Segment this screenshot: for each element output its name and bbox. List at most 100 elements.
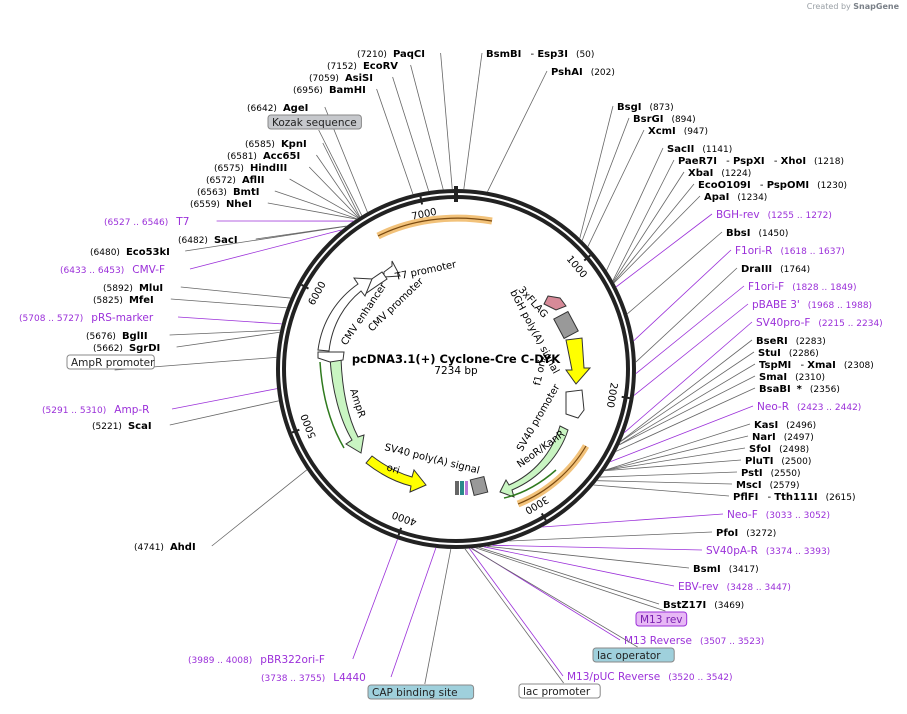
annotation-span: PflFI — [733, 492, 758, 503]
annotation-separator: - — [764, 492, 774, 503]
annotation-label: BsgI(873) — [617, 102, 674, 113]
annotation-span: PaeR7I — [678, 156, 717, 167]
annotation-label: EBV-rev(3428 .. 3447) — [678, 581, 791, 593]
annotation-bstz17i[interactable]: BstZ17I(3469) — [479, 548, 744, 611]
annotation-msci[interactable]: MscI(2579) — [597, 480, 799, 491]
annotation-span: (6527 .. 6546) — [104, 218, 168, 228]
annotation-label: KasI(2496) — [754, 420, 816, 431]
annotation-label: NarI(2497) — [752, 432, 814, 443]
annotation-bamhi[interactable]: (6956)BamHI — [293, 85, 413, 194]
annotation-span: NheI — [226, 199, 252, 210]
annotation-sv40pa-r[interactable]: SV40pA-R(3374 .. 3393) — [492, 545, 830, 557]
annotation-span: (6480) — [90, 248, 120, 258]
feature-sv40-promoter-arrow[interactable] — [566, 390, 584, 418]
leader-line — [171, 299, 287, 308]
annotation-span: SacI — [214, 235, 238, 246]
leader-line — [616, 388, 755, 451]
annotation-span: StuI — [758, 348, 781, 359]
annotation-label: PaeR7I - PspXI - XhoI(1218) — [678, 156, 844, 167]
annotation-pbr322ori-f[interactable]: (3989 .. 4008)pBR322ori-F — [188, 539, 398, 666]
annotation-neo-f[interactable]: Neo-F(3033 .. 3052) — [542, 509, 830, 527]
annotation-span: PluTI — [745, 456, 773, 467]
annotation-span: (1618 .. 1637) — [780, 247, 844, 257]
annotation-cap-binding-site[interactable]: CAP binding site — [368, 549, 474, 699]
annotation-sv40pro-f[interactable]: SV40pro-F(2215 .. 2234) — [624, 317, 882, 433]
annotation-label: (6559)NheI — [190, 199, 252, 210]
annotation-prs-marker[interactable]: (5708 .. 5727)pRS-marker — [19, 312, 282, 324]
plasmid-title: pcDNA3.1(+) Cyclone-Cre C-DYK — [352, 352, 561, 366]
annotation-span: SV40pro-F — [756, 317, 810, 329]
annotation-t7[interactable]: (6527 .. 6546)T7 — [104, 216, 353, 228]
tick-mark — [622, 397, 630, 398]
annotation-span: (7152) — [327, 62, 357, 72]
annotation-label: SacII(1141) — [667, 144, 732, 155]
feature-3xflag-arrow[interactable] — [544, 296, 566, 310]
annotation-ahdi[interactable]: (4741)AhdI — [134, 470, 307, 553]
feature-f1-ori-arrow[interactable] — [566, 338, 590, 384]
leader-line — [476, 548, 666, 611]
annotation-bsrgi[interactable]: BsrGI(894) — [582, 114, 695, 241]
annotation-span: PaqCI — [393, 49, 425, 60]
leader-line — [492, 545, 702, 550]
leader-line — [588, 130, 644, 247]
leader-line — [542, 514, 723, 527]
annotation-pfoi[interactable]: PfoI(3272) — [509, 528, 776, 541]
annotation-span: (1230) — [817, 181, 847, 191]
annotation-span: (5676) — [86, 332, 116, 342]
annotation-span: (873) — [649, 103, 673, 113]
feature-sv40-polya-box[interactable] — [470, 477, 487, 496]
annotation-label: (3738 .. 3755)L4440 — [261, 672, 366, 684]
annotation-span: (50) — [576, 50, 594, 60]
feature-label-ampr: AmpR — [347, 388, 367, 420]
annotation-span: AsiSI — [345, 73, 373, 84]
leader-line — [391, 548, 436, 677]
annotation-span: (2283) — [796, 337, 826, 347]
annotation-asisi[interactable]: (7059)AsiSI — [309, 73, 429, 191]
leader-line — [353, 539, 398, 659]
annotation-sfoi[interactable]: SfoI(2498) — [605, 444, 809, 470]
annotation-label: M13 Reverse(3507 .. 3523) — [624, 635, 764, 647]
leader-line — [479, 548, 659, 604]
annotation-span: BseRI — [756, 336, 788, 347]
annotation-m13-rev[interactable]: M13 rev — [476, 548, 687, 626]
annotation-saci[interactable]: (6482)SacI — [178, 226, 347, 246]
annotation-span: F1ori-F — [748, 281, 784, 293]
annotation-span: (2497) — [784, 433, 814, 443]
annotation-label: DraIII(1764) — [741, 264, 810, 275]
annotation-separator: - — [723, 156, 733, 167]
annotation-span: (3989 .. 4008) — [188, 656, 252, 666]
annotation-span: (6433 .. 6453) — [60, 266, 124, 276]
leader-line — [268, 203, 357, 219]
annotation-span: (3428 .. 3447) — [727, 583, 791, 593]
leader-line — [594, 485, 729, 496]
annotation-mfei[interactable]: (5825)MfeI — [93, 295, 287, 308]
annotation-label: EcoO109I - PspOMI(1230) — [698, 180, 847, 191]
annotation-separator: - — [527, 49, 537, 60]
annotation-span: AgeI — [283, 103, 308, 114]
annotation-span: (3507 .. 3523) — [700, 637, 764, 647]
annotation-neo-r[interactable]: Neo-R(2423 .. 2442) — [610, 401, 861, 462]
annotation-label: (5892)MluI — [103, 283, 163, 294]
annotation-pflfi[interactable]: PflFI - Tth111I(2615) — [594, 485, 856, 503]
feature-bgh-polya-box[interactable] — [554, 312, 578, 339]
annotation-psti[interactable]: PstI(2550) — [600, 468, 801, 479]
annotation-span: BstZ17I — [663, 600, 706, 611]
annotation-amp-r[interactable]: (5291 .. 5310)Amp-R — [42, 389, 277, 416]
annotation-span: PfoI — [716, 528, 738, 539]
leader-line — [319, 130, 362, 216]
annotation-span: (1828 .. 1849) — [792, 283, 856, 293]
annotation-pbabe-3-[interactable]: pBABE 3'(1968 .. 1988) — [634, 299, 872, 395]
annotation-span: (2308) — [844, 361, 874, 371]
annotation-label: PfoI(3272) — [716, 528, 776, 539]
annotation-nhei[interactable]: (6559)NheI — [190, 199, 356, 219]
small-box-3 — [465, 481, 468, 495]
feature-ampr-promoter-arrow[interactable] — [318, 352, 344, 362]
annotation-span: pRS-marker — [91, 312, 154, 324]
annotation-span: (3374 .. 3393) — [766, 547, 830, 557]
annotation-span: (894) — [671, 115, 695, 125]
annotation-ampr-promoter[interactable]: AmpR promoter — [67, 355, 276, 370]
annotation-span: XhoI — [781, 156, 806, 167]
annotation-label: SfoI(2498) — [749, 444, 809, 455]
leader-line — [619, 376, 755, 445]
